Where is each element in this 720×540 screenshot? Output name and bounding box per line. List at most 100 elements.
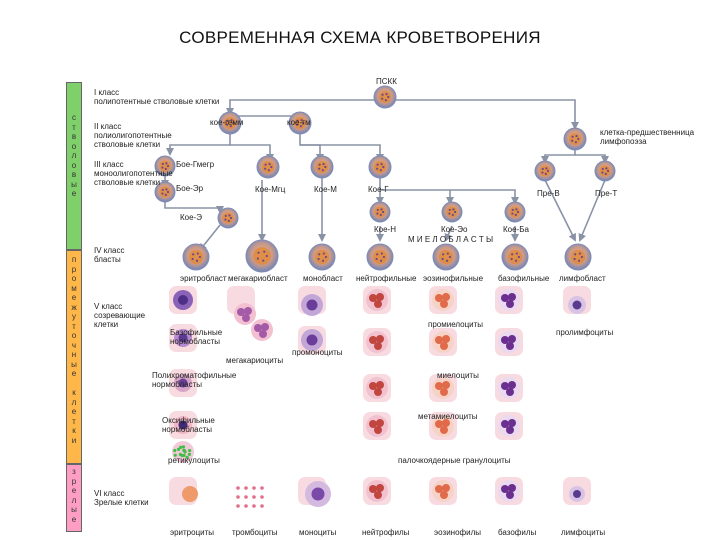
cell-thrombocyte-7 [260, 495, 264, 499]
arrow-preb-lymb [544, 179, 576, 242]
label-lymph-precursor: клетка-предшественница лимфопоэза [600, 128, 695, 146]
band-mature-label: з р е л ы е [71, 467, 77, 524]
class-2-label: II класс полиолигопотентные стволовые кл… [94, 122, 172, 149]
cell-granulocyte-0-3 [366, 415, 388, 437]
label-koe-gm: кое-гм [287, 118, 311, 127]
band-progenitor-label: п р о м е ж у т о ч н ы е к л е т к и [71, 255, 77, 445]
label-thrombocytes: тромбоциты [232, 528, 278, 537]
cell-basophilic-blast [501, 243, 529, 271]
label-megakaryocytes: мегакариоциты [226, 356, 284, 365]
cell-koe-g [368, 155, 392, 179]
cell-granulocyte-1-1 [432, 331, 454, 353]
arrow-pskk-lymph [385, 99, 579, 130]
cell-thrombocyte-2 [252, 486, 256, 490]
class-1-label: I класс полипотентные стволовые клетки [94, 88, 220, 106]
cell-koe-gemm [218, 111, 242, 135]
band-stem-label: с т в о л о в ы е [71, 113, 77, 198]
cell-koe-gm [288, 111, 312, 135]
cell-megakaryocyte-1 [234, 303, 256, 325]
cell-erythrocyte [182, 486, 198, 502]
cell-koe-mgc [256, 155, 280, 179]
cell-koe-n [369, 201, 391, 223]
cell-thrombocyte-8 [236, 504, 240, 508]
label-koe-n: Кое-Н [374, 225, 396, 234]
label-pre-b: Пре-В [537, 189, 560, 198]
band-mature: з р е л ы е [66, 464, 82, 532]
cell-thrombocyte-4 [236, 495, 240, 499]
label-koe-ba: Кое-Ба [503, 225, 529, 234]
cell-thrombocyte-3 [260, 486, 264, 490]
cell-prolymphocyte [568, 296, 586, 314]
cell-granulocyte-2-4 [498, 480, 520, 502]
label-megakaryoblast: мегакариобласт [228, 274, 288, 283]
band-progenitor: п р о м е ж у т о ч н ы е к л е т к и [66, 250, 82, 464]
cell-granulocyte-2-3 [498, 415, 520, 437]
label-eosinophilic: эозинофильные [423, 274, 484, 283]
label-koe-gemm: кое-гемм [210, 118, 244, 127]
cell-erythroblast [182, 243, 210, 271]
cell-granulocyte-2-0 [498, 289, 520, 311]
arrow-gemm-boe [166, 132, 231, 156]
label-band-granulocytes: палочкоядерные гранулоциты [398, 456, 511, 465]
label-erythroblast: эритробласт [180, 274, 227, 283]
cell-granulocyte-0-0 [366, 289, 388, 311]
label-koe-m: Кое-М [314, 185, 337, 194]
arrow-boeer-e [164, 200, 224, 214]
cell-granulocyte-2-1 [498, 331, 520, 353]
cell-megakaryoblast [245, 239, 279, 273]
class-6-label: VI класс Зрелые клетки [94, 489, 149, 507]
cell-koe-ba [504, 201, 526, 223]
cell-reticulocyte [172, 441, 194, 463]
cell-normoblast-2 [174, 329, 192, 347]
label-boe-er: Бое-Эр [176, 184, 204, 193]
cell-promonocyte-2 [301, 329, 323, 351]
label-boe-gmegr: Бое-Гмегр [176, 160, 215, 169]
cell-monocyte [305, 481, 331, 507]
arrow-eo-eos [444, 225, 453, 242]
arrow-pret-lymb [578, 179, 606, 242]
cell-granulocyte-1-0 [432, 289, 454, 311]
cell-granulocyte-0-1 [366, 331, 388, 353]
cell-lymph-precursor [563, 127, 587, 151]
cell-granulocyte-1-3 [432, 415, 454, 437]
label-oxyphilic-normoblasts: Оксифильные нормобласты [162, 416, 215, 434]
cell-boe-gmegr [154, 155, 176, 177]
cell-thrombocyte-11 [260, 504, 264, 508]
label-erythrocytes: эритроциты [170, 528, 215, 537]
cell-thrombocyte-5 [244, 495, 248, 499]
class-5-label: V класс созревающие клетки [94, 302, 146, 329]
label-neutrophils: нейтрофилы [362, 528, 410, 537]
cell-boe-er [154, 181, 176, 203]
cell-granulocyte-0-2 [366, 377, 388, 399]
cell-oxyphilic-normoblast [174, 416, 192, 434]
cell-koe-eo [441, 201, 463, 223]
cell-eosinophilic-blast [432, 243, 460, 271]
label-lymphocytes: лимфоциты [561, 528, 606, 537]
cell-pre-t [594, 160, 616, 182]
cell-pskk [373, 85, 397, 109]
cell-monoblast [308, 243, 336, 271]
cell-thrombocyte-6 [252, 495, 256, 499]
label-monoblast: монобласт [303, 274, 343, 283]
label-reticulocytes: ретикулоциты [168, 456, 220, 465]
label-basophilic: базофильные [498, 274, 550, 283]
arrow-lymph-t [575, 154, 609, 164]
label-koe-e: Кое-Э [180, 213, 202, 222]
cell-thrombocyte-9 [244, 504, 248, 508]
cell-koe-e [217, 207, 239, 229]
label-promonocytes: промоноциты [292, 348, 343, 357]
cell-polychromatophilic-normoblast [174, 374, 192, 392]
label-koe-g: Кое-Г [368, 185, 389, 194]
cell-lymphoblast [564, 243, 592, 271]
cell-thrombocyte-1 [244, 486, 248, 490]
cell-granulocyte-1-4 [432, 480, 454, 502]
band-stem: с т в о л о в ы е [66, 82, 82, 250]
label-myeloblasts: М И Е Л О Б Л А С Т Ы [408, 235, 494, 244]
cell-thrombocyte-10 [252, 504, 256, 508]
arrow-g-ba [450, 189, 519, 205]
cell-basophilic-normoblast [173, 290, 193, 310]
label-monocytes: моноциты [299, 528, 337, 537]
label-neutrophilic: нейтрофильные [356, 274, 417, 283]
label-pre-t: Пре-Т [595, 189, 618, 198]
